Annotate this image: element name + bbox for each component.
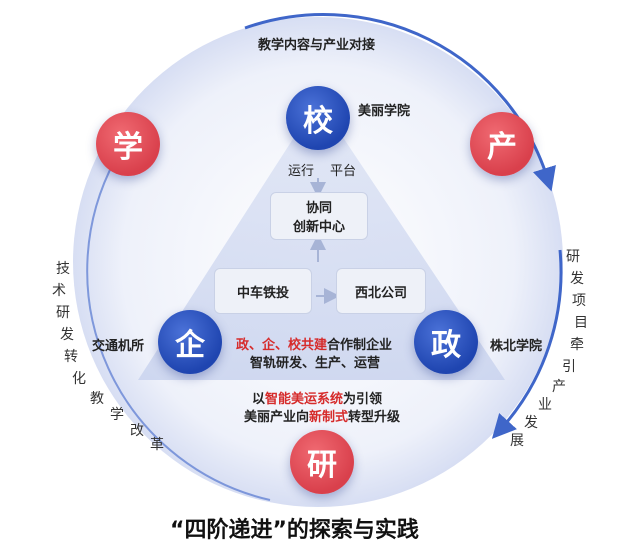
bottom-line1-highlight: 智能美运系统 xyxy=(265,392,344,407)
center-box-line2: 创新中心 xyxy=(292,220,345,235)
center-innovation-box: 协同 创新中心 xyxy=(270,192,368,240)
right-vertical-char: 发 xyxy=(524,415,538,431)
right-vertical-char: 目 xyxy=(574,315,588,331)
right-vertical-char: 产 xyxy=(552,379,566,395)
left-vertical-char: 革 xyxy=(150,437,164,453)
node-yan: 研 xyxy=(290,430,354,494)
box-xibei: 西北公司 xyxy=(336,268,426,314)
right-vertical-char: 发 xyxy=(570,271,584,287)
label-platform: 平台 xyxy=(330,164,357,179)
left-vertical-char: 技 xyxy=(56,261,70,277)
inner-text-rest: 合作制企业 xyxy=(327,338,393,353)
left-vertical-char: 研 xyxy=(56,305,70,321)
inner-text-line2: 智轨研发、生产、运营 xyxy=(250,356,381,371)
left-vertical-char: 发 xyxy=(60,327,74,343)
right-arc-arrow xyxy=(491,249,563,439)
center-box-line1: 协同 xyxy=(305,201,332,216)
inner-text-highlight: 政、企、校共建 xyxy=(236,338,328,353)
bottom-line1-c: 为引领 xyxy=(343,392,383,407)
bottom-text-line2: 美丽产业向新制式转型升级 xyxy=(244,406,400,425)
left-vertical-char: 化 xyxy=(72,371,86,387)
left-vertical-char: 学 xyxy=(110,407,124,423)
right-vertical-char: 项 xyxy=(572,293,586,309)
top-arc-label: 教学内容与产业对接 xyxy=(258,38,376,53)
label-run: 运行 xyxy=(288,164,315,179)
right-vertical-char: 引 xyxy=(562,359,576,375)
right-vertical-char: 展 xyxy=(510,433,524,449)
bottom-line2-c: 转型升级 xyxy=(348,410,401,425)
node-chan: 产 xyxy=(470,112,534,176)
right-vertical-char: 业 xyxy=(538,397,552,413)
box-zhongche: 中车铁投 xyxy=(214,268,312,314)
left-vertical-char: 改 xyxy=(130,423,144,439)
bottom-text-line1: 以智能美运系统为引领 xyxy=(252,388,382,407)
left-vertical-char: 教 xyxy=(90,391,104,407)
footer-title: “四阶递进”的探索与实践 xyxy=(170,518,419,543)
right-vertical-char: 牵 xyxy=(570,337,584,353)
left-vertical-char: 术 xyxy=(52,283,66,299)
bottom-line1-a: 以 xyxy=(252,392,266,407)
left-arc xyxy=(86,159,271,501)
node-xue: 学 xyxy=(96,112,160,176)
bottom-line2-a: 美丽产业向 xyxy=(244,410,310,425)
bottom-line2-highlight: 新制式 xyxy=(309,410,349,425)
node-xiao: 校 xyxy=(286,86,350,150)
node-qi: 企 xyxy=(158,310,222,374)
node-zheng: 政 xyxy=(414,310,478,374)
label-zheng: 株北学院 xyxy=(490,339,543,354)
label-qi: 交通机所 xyxy=(92,339,145,354)
right-vertical-char: 研 xyxy=(566,249,580,265)
label-xiao: 美丽学院 xyxy=(358,104,411,119)
inner-text-line1: 政、企、校共建合作制企业 xyxy=(236,334,392,353)
left-vertical-char: 转 xyxy=(64,349,78,365)
